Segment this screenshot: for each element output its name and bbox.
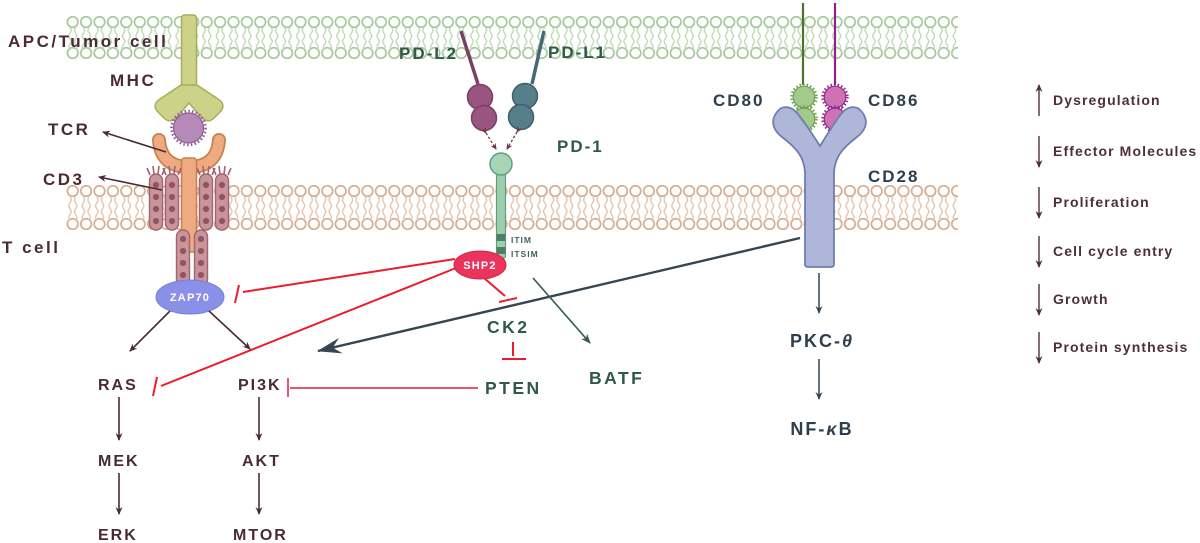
itsim-label: ITSIM: [511, 249, 539, 259]
pdl1-label: PD-L1: [548, 43, 607, 62]
effect-label: Effector Molecules: [1053, 143, 1197, 159]
cd3-label: CD3: [43, 170, 85, 189]
cd28-receptor: [772, 106, 867, 268]
pten-label: PTEN: [485, 378, 542, 398]
akt-label: AKT: [242, 453, 281, 470]
pd1-label: PD-1: [557, 137, 604, 156]
tcr-pointer-arrow: [102, 130, 167, 153]
effect-label: Proliferation: [1053, 194, 1150, 210]
mtor-label: MTOR: [233, 527, 288, 543]
pten-inhibits-pi3k: [287, 378, 478, 397]
pdl2-binding-arrow: [480, 126, 497, 150]
mhc-molecule: [154, 14, 224, 122]
pi3k-label: PI3K: [238, 377, 282, 394]
erk-label: ERK: [98, 527, 138, 543]
pkc-theta-label: PKC-θ: [790, 331, 854, 351]
shp2-inhibition-lines: [152, 258, 518, 397]
effect-label: Protein synthesis: [1053, 339, 1188, 355]
cd28-to-pi3k-arrow: [317, 236, 801, 354]
mek-label: MEK: [98, 453, 140, 470]
tcell-label: T cell: [2, 238, 60, 257]
zap70-label: ZAP70: [170, 292, 210, 304]
zap70-molecule: [155, 279, 225, 315]
cd3-pointer-arrow: [98, 174, 163, 191]
mhc-label: MHC: [110, 71, 156, 90]
antigen: [170, 109, 207, 147]
nf-kb-label: NF-κB: [790, 419, 853, 439]
itim-label: ITIM: [511, 235, 532, 245]
ck2-inhibits-pten: [502, 342, 526, 360]
pd1-to-batf-arrow: [532, 277, 591, 344]
ras-label: RAS: [98, 377, 138, 394]
tcr-label: TCR: [48, 120, 90, 139]
apc-membrane: [66, 16, 958, 59]
ck2-label: CK2: [487, 317, 530, 337]
pdl1-binding-arrow: [506, 125, 523, 150]
apc-cell-label: APC/Tumor cell: [8, 32, 168, 51]
cd80-label: CD80: [713, 91, 764, 110]
cd86-molecule: [821, 3, 849, 133]
batf-label: BATF: [589, 368, 644, 388]
cd86-label: CD86: [868, 91, 919, 110]
pdl1-molecule: [507, 30, 546, 131]
shp2-molecule: [453, 250, 507, 280]
effect-label: Cell cycle entry: [1053, 243, 1173, 259]
pathway-arrows: [115, 273, 823, 515]
shp2-label: SHP2: [463, 260, 497, 272]
effect-label: Growth: [1053, 291, 1109, 307]
effect-label: Dysregulation: [1053, 92, 1161, 108]
cd28-label: CD28: [868, 167, 919, 186]
pdl2-label: PD-L2: [399, 44, 458, 63]
tcr-molecule: [152, 133, 226, 253]
effects-legend: Dysregulation Effector Molecules Prolife…: [1035, 84, 1197, 364]
